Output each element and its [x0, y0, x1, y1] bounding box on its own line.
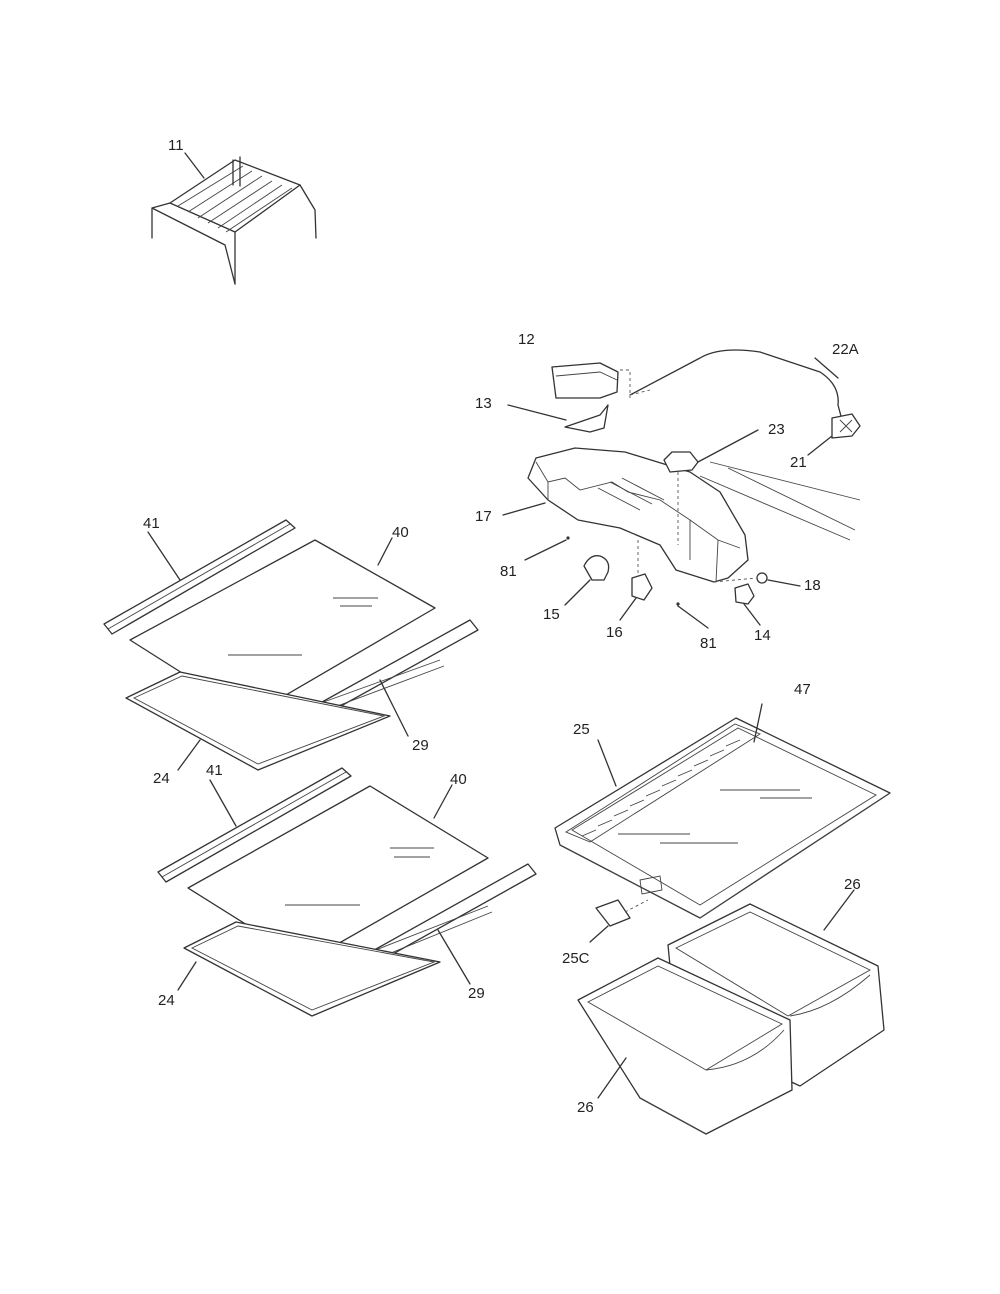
glass-shelf-upper	[103, 519, 479, 771]
label-24-b: 24	[158, 992, 175, 1009]
label-11: 11	[168, 137, 184, 154]
label-26-b: 26	[577, 1099, 594, 1116]
label-16: 16	[606, 624, 623, 641]
light-housing-assembly	[502, 349, 861, 629]
label-47: 47	[794, 681, 811, 698]
label-25: 25	[573, 721, 590, 738]
crisper-drawers	[577, 889, 885, 1135]
label-25c: 25C	[562, 950, 590, 967]
label-22a: 22A	[832, 341, 859, 358]
label-13: 13	[475, 395, 492, 412]
label-81-b: 81	[700, 635, 717, 652]
label-24-a: 24	[153, 770, 170, 787]
label-40-b: 40	[450, 771, 467, 788]
label-15: 15	[543, 606, 560, 623]
label-21: 21	[790, 454, 807, 471]
label-29-b: 29	[468, 985, 485, 1002]
label-40-a: 40	[392, 524, 409, 541]
label-12: 12	[518, 331, 535, 348]
label-14: 14	[754, 627, 771, 644]
wire-shelf-part-11	[151, 152, 317, 285]
label-18: 18	[804, 577, 821, 594]
label-41-a: 41	[143, 515, 160, 532]
label-23: 23	[768, 421, 785, 438]
glass-shelf-lower	[157, 767, 537, 1017]
label-26-a: 26	[844, 876, 861, 893]
label-41-b: 41	[206, 762, 223, 779]
label-17: 17	[475, 508, 492, 525]
crisper-cover-assembly	[554, 703, 891, 943]
label-81-a: 81	[500, 563, 517, 580]
label-29-a: 29	[412, 737, 429, 754]
